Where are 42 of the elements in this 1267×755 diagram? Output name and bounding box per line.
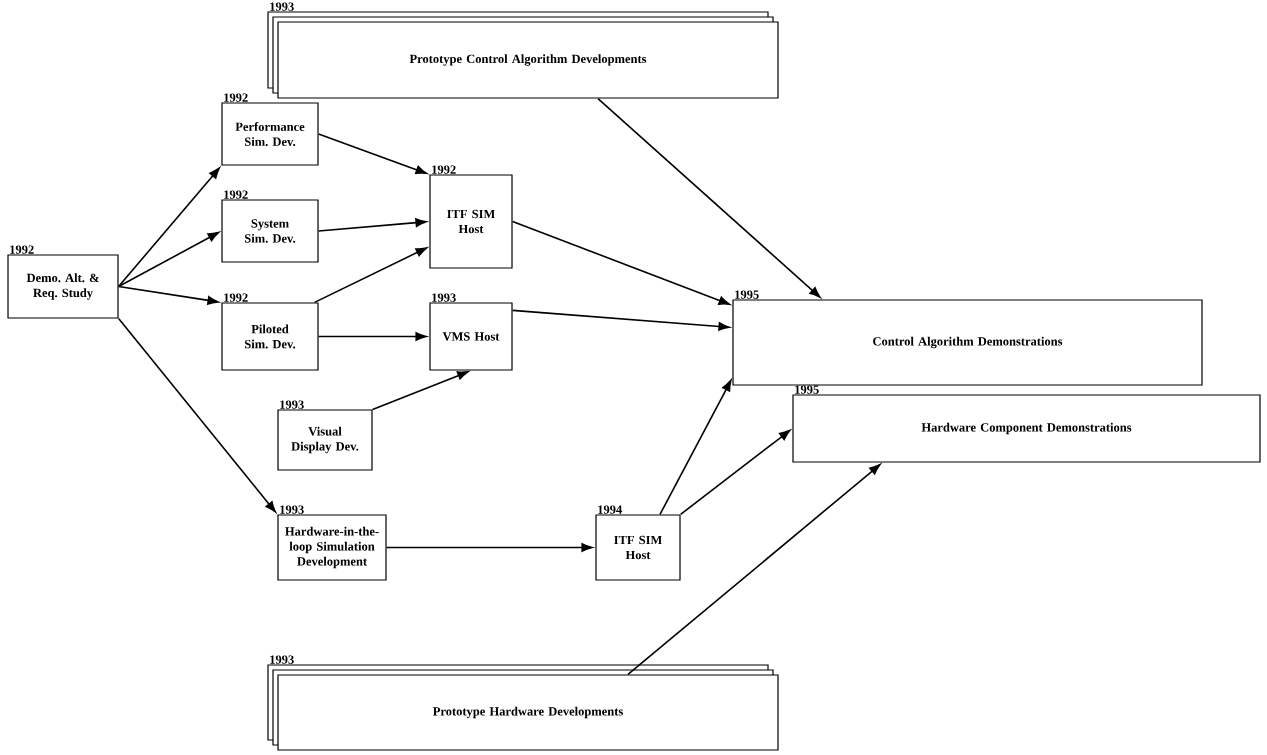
year-label: 1993 <box>280 400 304 409</box>
process-box: Hardware Component Demonstrations <box>792 394 1261 463</box>
year-label: 1995 <box>795 385 819 394</box>
process-box: Control Algorithm Demonstrations <box>732 299 1203 386</box>
year-label: 1992 <box>10 245 34 254</box>
arrow <box>679 429 791 516</box>
arrow <box>317 332 427 341</box>
year-label: 1993 <box>280 505 304 514</box>
process-box: Visual Display Dev. <box>277 409 373 471</box>
process-box: Demo. Alt. & Req. Study <box>7 254 119 319</box>
process-box: VMS Host <box>429 302 513 371</box>
arrow <box>659 379 732 516</box>
year-label: 1992 <box>224 190 248 199</box>
arrow <box>511 309 730 331</box>
year-label: 1992 <box>224 93 248 102</box>
arrow <box>597 97 821 298</box>
arrow <box>317 218 427 232</box>
year-label: 1992 <box>432 165 456 174</box>
arrow <box>117 285 219 305</box>
arrow <box>117 167 220 288</box>
stacked-box: Prototype Hardware Developments <box>267 664 779 751</box>
arrow <box>385 543 593 552</box>
year-label: 1995 <box>735 290 759 299</box>
process-box: System Sim. Dev. <box>221 199 319 263</box>
process-box: Performance Sim. Dev. <box>221 102 319 166</box>
process-box: Hardware-in-the-loop Simulation Development <box>277 514 387 581</box>
year-label: 1993 <box>432 293 456 302</box>
arrow <box>627 464 881 676</box>
arrow <box>117 231 220 288</box>
arrow <box>371 371 469 411</box>
year-label: 1993 <box>270 2 294 11</box>
arrow <box>317 133 427 175</box>
process-box: Piloted Sim. Dev. <box>221 302 319 371</box>
year-label: 1993 <box>270 655 294 664</box>
arrow <box>313 247 428 304</box>
arrow <box>511 220 730 305</box>
year-label: 1992 <box>224 293 248 302</box>
year-label: 1994 <box>598 505 622 514</box>
process-box: ITF SIM Host <box>595 514 681 581</box>
stacked-box: Prototype Control Algorithm Developments <box>267 11 779 99</box>
process-box: ITF SIM Host <box>429 174 513 269</box>
arrow <box>117 317 277 513</box>
